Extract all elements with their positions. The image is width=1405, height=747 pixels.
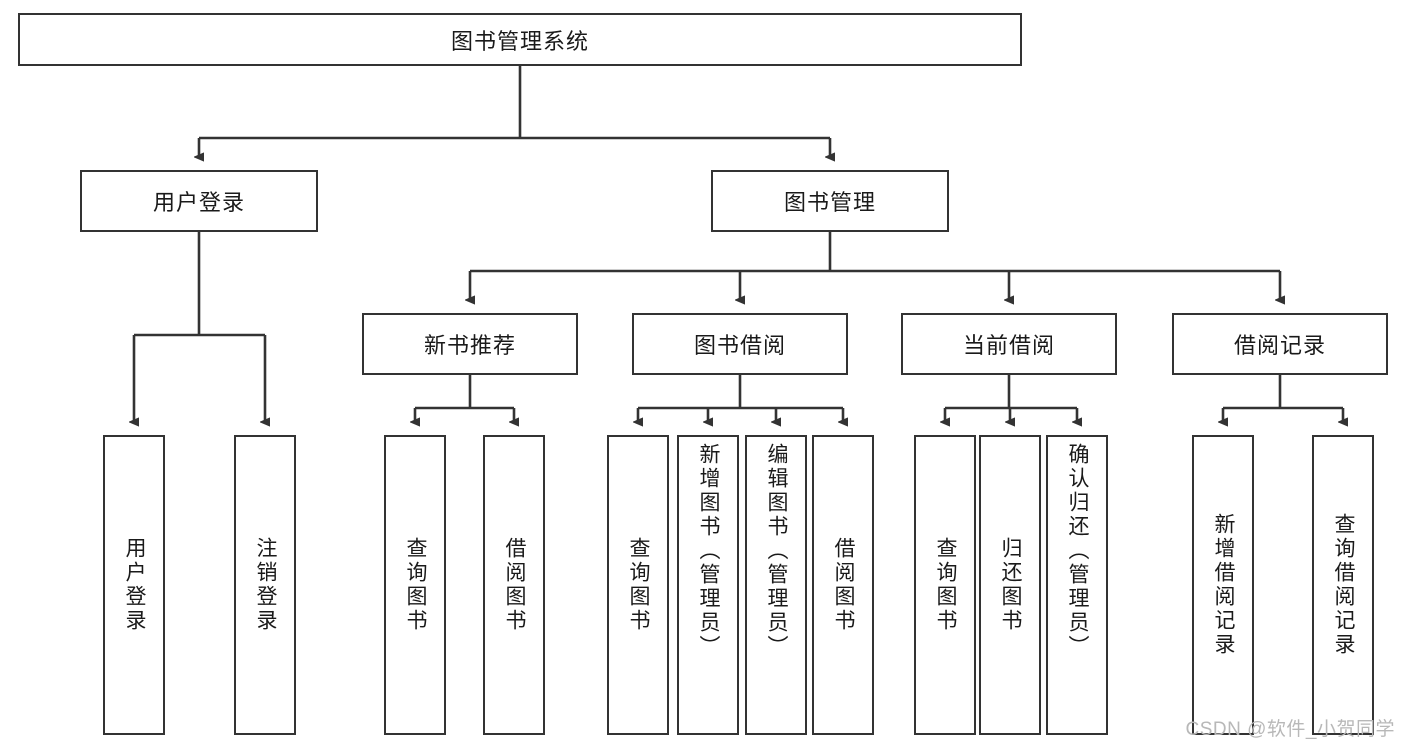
node-label: 图书借阅: [693, 333, 786, 358]
node-label: 新书推荐: [423, 333, 516, 358]
node-label: 借阅记录: [1233, 333, 1326, 358]
leaf-label: 借阅图书: [503, 537, 527, 633]
leaf-label: 查询图书: [934, 537, 958, 633]
node-book-borrow[interactable]: 图书借阅: [632, 313, 848, 375]
leaf-label: 查询借阅记录: [1332, 513, 1356, 657]
leaf-query-borrow-record[interactable]: 查询借阅记录: [1312, 435, 1374, 735]
leaf-query-book-borrow[interactable]: 查询图书: [607, 435, 669, 735]
leaf-borrow-book[interactable]: 借阅图书: [812, 435, 874, 735]
leaf-borrow-book-recommend[interactable]: 借阅图书: [483, 435, 545, 735]
leaf-add-book-admin[interactable]: 新增图书（管理员）: [677, 435, 739, 735]
node-new-book-recommend[interactable]: 新书推荐: [362, 313, 578, 375]
node-user-login[interactable]: 用户登录: [80, 170, 318, 232]
leaf-label: 借阅图书: [832, 537, 856, 633]
leaf-edit-book-admin[interactable]: 编辑图书（管理员）: [745, 435, 807, 735]
node-borrow-record[interactable]: 借阅记录: [1172, 313, 1388, 375]
node-book-management[interactable]: 图书管理: [711, 170, 949, 232]
leaf-label: 归还图书: [999, 537, 1023, 633]
leaf-label: 新增图书（管理员）: [697, 443, 721, 659]
leaf-query-book-recommend[interactable]: 查询图书: [384, 435, 446, 735]
node-label: 图书管理系统: [450, 28, 589, 54]
node-current-borrow[interactable]: 当前借阅: [901, 313, 1117, 375]
leaf-add-borrow-record[interactable]: 新增借阅记录: [1192, 435, 1254, 735]
leaf-user-login[interactable]: 用户登录: [103, 435, 165, 735]
leaf-label: 确认归还（管理员）: [1066, 443, 1090, 659]
leaf-label: 查询图书: [627, 537, 651, 633]
leaf-logout[interactable]: 注销登录: [234, 435, 296, 735]
watermark: CSDN @软件_小贺同学: [1185, 719, 1395, 740]
node-label: 用户登录: [152, 190, 245, 215]
leaf-query-book-current[interactable]: 查询图书: [914, 435, 976, 735]
leaf-confirm-return-admin[interactable]: 确认归还（管理员）: [1046, 435, 1108, 735]
leaf-label: 用户登录: [123, 537, 147, 633]
leaf-label: 编辑图书（管理员）: [765, 443, 789, 659]
leaf-label: 注销登录: [254, 537, 278, 633]
leaf-label: 新增借阅记录: [1212, 513, 1236, 657]
node-root-book-management-system[interactable]: 图书管理系统: [18, 13, 1022, 66]
leaf-label: 查询图书: [404, 537, 428, 633]
node-label: 图书管理: [783, 190, 876, 215]
leaf-return-book[interactable]: 归还图书: [979, 435, 1041, 735]
node-label: 当前借阅: [962, 333, 1055, 358]
